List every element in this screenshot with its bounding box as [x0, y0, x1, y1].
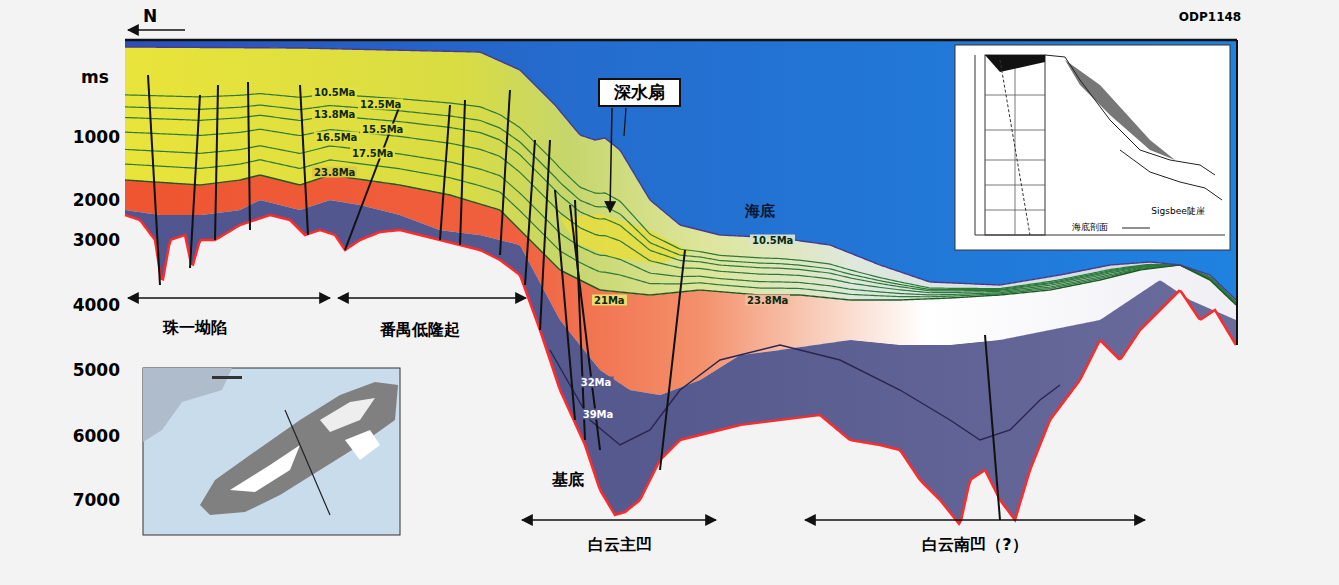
callout-text: 深水扇 — [614, 83, 665, 102]
axis-unit: ms — [81, 68, 109, 87]
axis-tick: 5000 — [73, 361, 120, 380]
horizon-line — [550, 345, 1060, 445]
horizon-age: 12.5Ma — [358, 99, 403, 110]
model-inset — [955, 45, 1230, 250]
inset-diagonal — [1000, 60, 1030, 235]
fault-line — [460, 100, 465, 245]
leader-line — [624, 108, 626, 136]
horizon-age: 13.8Ma — [312, 109, 357, 120]
range-arrow — [805, 519, 1145, 521]
fault-line — [248, 82, 250, 230]
fault-line — [540, 140, 550, 330]
range-arrow — [522, 519, 716, 521]
location-map — [143, 368, 400, 535]
fault-line — [500, 90, 510, 255]
map-subbasin — [230, 445, 300, 492]
horizon-age: 32Ma — [579, 377, 614, 388]
fault-line — [190, 95, 200, 268]
inset-legend: 海底剖面 — [1072, 223, 1108, 233]
horizon-age: 39Ma — [581, 409, 616, 420]
section — [125, 41, 1236, 524]
frame-line — [1236, 40, 1238, 345]
axis-tick: 2000 — [73, 191, 120, 210]
inset-profile — [1120, 150, 1222, 200]
inset-panel — [985, 55, 1045, 235]
north-label: N — [143, 7, 157, 26]
horizon-age: 21Ma — [592, 295, 627, 306]
fault-line — [148, 75, 160, 285]
axis-tick: 6000 — [73, 427, 120, 446]
inset-axis — [975, 55, 1225, 235]
basement-label: 基底 — [552, 471, 584, 489]
axis-tick: 4000 — [73, 296, 120, 315]
axis-tick: 7000 — [73, 491, 120, 510]
seafloor-label: 海底 — [745, 203, 775, 220]
fault-line — [525, 140, 535, 285]
region-label: 白云南凹（?） — [922, 536, 1027, 554]
fault-line — [215, 85, 218, 240]
map-subbasin — [320, 398, 375, 432]
map-frame — [143, 368, 400, 535]
inset-label: Sigsbee陡崖 — [1151, 207, 1204, 217]
inset-wedge — [985, 55, 1045, 72]
horizon-age: 15.5Ma — [360, 124, 405, 135]
region-label: 白云主凹 — [588, 536, 652, 554]
fault-line — [300, 85, 308, 235]
range-arrow — [128, 297, 330, 299]
map-basin — [200, 382, 398, 515]
map-land — [143, 368, 232, 442]
profile-track — [285, 410, 330, 515]
inset-legend-line — [1122, 228, 1150, 229]
horizon-age: 17.5Ma — [350, 148, 395, 159]
fault-line — [985, 335, 1000, 520]
fault-line — [660, 250, 685, 470]
range-arrow — [338, 297, 526, 299]
horizon-age: 10.5Ma — [312, 87, 357, 98]
scale-bar — [212, 376, 242, 379]
callout-box: 深水扇 — [598, 78, 681, 107]
axis-tick: 1000 — [73, 128, 120, 147]
frame-line — [125, 39, 1237, 42]
inset-fan — [1065, 60, 1175, 160]
fan-lens — [560, 214, 690, 264]
horizon-age: 23.8Ma — [745, 295, 790, 306]
inset-frame — [955, 45, 1230, 250]
map-subbasin — [345, 430, 380, 460]
region-label: 番禺低隆起 — [380, 321, 460, 339]
site-label: ODP1148 — [1179, 11, 1241, 24]
axis-tick: 3000 — [73, 231, 120, 250]
region-label: 珠一坳陷 — [163, 319, 227, 337]
horizon-age: 23.8Ma — [312, 167, 357, 178]
fault-line — [440, 105, 450, 240]
leader-arrow — [610, 108, 612, 212]
horizon-age: 16.5Ma — [314, 132, 359, 143]
horizon-age: 10.5Ma — [750, 235, 795, 246]
north-arrow — [128, 29, 185, 31]
